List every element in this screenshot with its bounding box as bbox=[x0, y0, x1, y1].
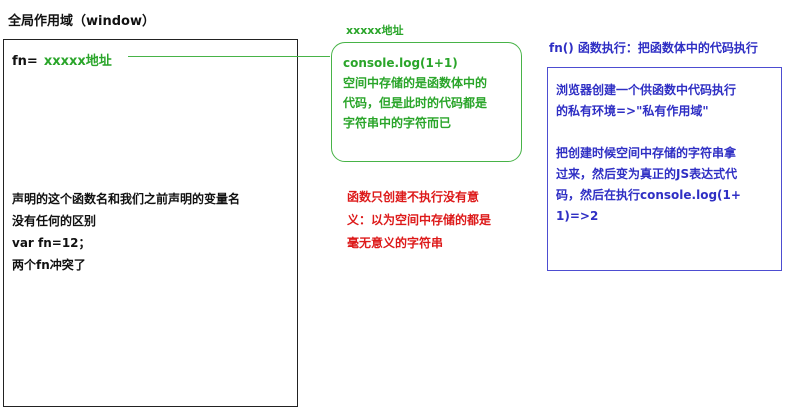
global-note-line: 没有任何的区别 bbox=[12, 214, 97, 228]
paragraph-gap bbox=[556, 122, 778, 143]
global-scope-title: 全局作用域（window） bbox=[8, 14, 155, 29]
fn-declaration: fn= xxxxx地址 bbox=[12, 50, 112, 69]
execution-line: 的私有环境=>"私有作用域" bbox=[556, 104, 709, 118]
global-scope-box bbox=[3, 39, 298, 407]
global-scope-note: 声明的这个函数名和我们之前声明的变量名 没有任何的区别 var fn=12； 两… bbox=[12, 188, 294, 276]
reference-connector-line bbox=[128, 56, 330, 57]
fn-label: fn= bbox=[12, 54, 38, 69]
warning-line: 义：以为空间中存储的都是 bbox=[347, 213, 492, 227]
execution-title: fn() 函数执行：把函数体中的代码执行 bbox=[549, 41, 758, 55]
execution-line: 浏览器创建一个供函数中代码执行 bbox=[556, 83, 737, 97]
fn-address: xxxxx地址 bbox=[43, 54, 112, 69]
warning-note: 函数只创建不执行没有意 义：以为空间中存储的都是 毫无意义的字符串 bbox=[347, 186, 522, 255]
heap-line: 字符串中的字符而已 bbox=[343, 116, 452, 130]
global-note-line: var fn=12； bbox=[12, 236, 91, 250]
warning-line: 函数只创建不执行没有意 bbox=[347, 190, 480, 204]
execution-line: 码，然后在执行console.log(1+ bbox=[556, 188, 741, 202]
heap-line: 空间中存储的是函数体中的 bbox=[343, 76, 488, 90]
execution-text: 浏览器创建一个供函数中代码执行 的私有环境=>"私有作用域" 把创建时候空间中存… bbox=[556, 80, 778, 227]
execution-line: 把创建时候空间中存储的字符串拿 bbox=[556, 146, 737, 160]
heap-line: console.log(1+1) bbox=[343, 56, 458, 70]
heap-line: 代码，但是此时的代码都是 bbox=[343, 96, 488, 110]
heap-address-label: xxxxx地址 bbox=[346, 24, 404, 37]
global-note-line: 两个fn冲突了 bbox=[12, 258, 86, 272]
execution-box bbox=[547, 67, 782, 271]
execution-line: 过来，然后变为真正的JS表达式代 bbox=[556, 167, 738, 181]
execution-line: 1)=>2 bbox=[556, 209, 599, 223]
heap-memory-box bbox=[331, 42, 522, 162]
heap-memory-text: console.log(1+1) 空间中存储的是函数体中的 代码，但是此时的代码… bbox=[343, 53, 518, 133]
warning-line: 毫无意义的字符串 bbox=[347, 236, 444, 250]
global-note-line: 声明的这个函数名和我们之前声明的变量名 bbox=[12, 192, 241, 206]
